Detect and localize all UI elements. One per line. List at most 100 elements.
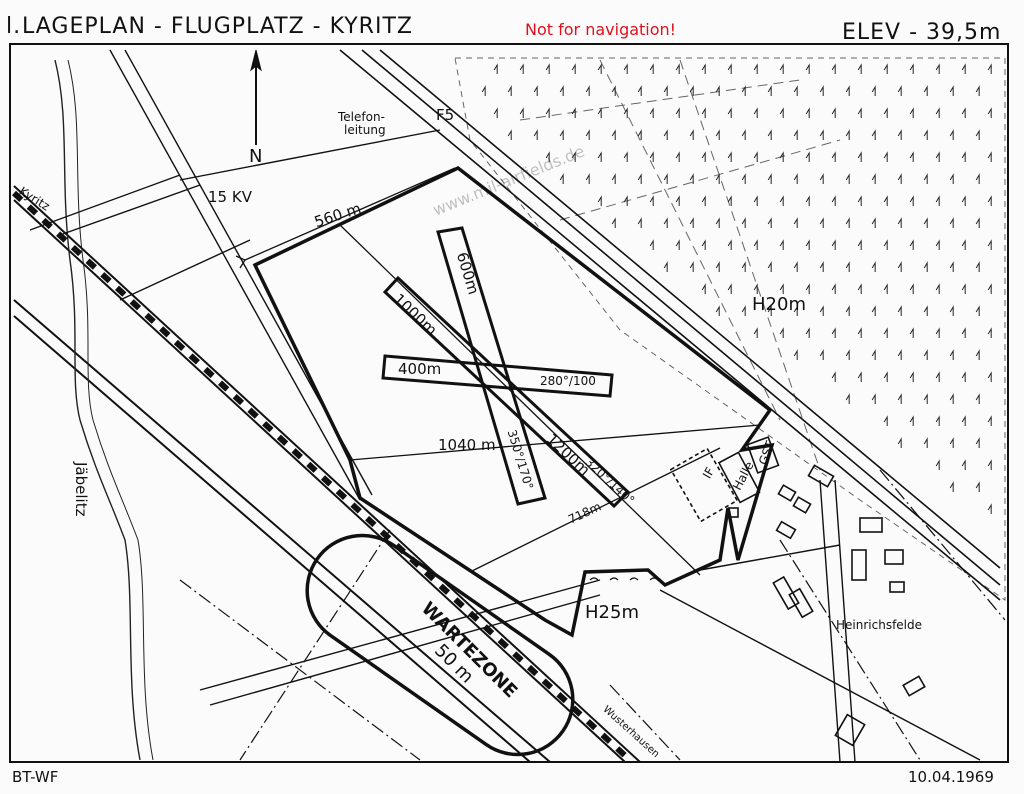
forest-tick bbox=[727, 107, 732, 118]
forest-tick bbox=[831, 63, 836, 74]
forest-tick bbox=[663, 261, 668, 272]
forest-tick bbox=[597, 63, 602, 74]
forest-tick bbox=[663, 129, 668, 140]
forest-tick bbox=[987, 151, 992, 162]
kv15-label: 15 KV bbox=[208, 188, 252, 206]
forest-tick bbox=[883, 283, 888, 294]
forest-tick bbox=[675, 63, 680, 74]
forest-tick bbox=[883, 327, 888, 338]
forest-tick bbox=[883, 195, 888, 206]
forest-tick bbox=[741, 173, 746, 184]
forest-tick bbox=[935, 63, 940, 74]
forest-tick bbox=[689, 261, 694, 272]
forest-tick bbox=[793, 129, 798, 140]
forest-tick bbox=[857, 283, 862, 294]
forest-tick bbox=[623, 151, 628, 162]
river bbox=[54, 59, 141, 761]
forest-tick bbox=[923, 349, 928, 360]
forest-tick bbox=[571, 63, 576, 74]
forest-tick bbox=[597, 151, 602, 162]
north-arrow bbox=[250, 49, 262, 145]
runway-400: 400m bbox=[398, 360, 442, 378]
map-frame bbox=[9, 43, 1009, 763]
forest-tick bbox=[611, 173, 616, 184]
forest-tick bbox=[753, 63, 758, 74]
forest-tick bbox=[857, 107, 862, 118]
road-f5 bbox=[339, 49, 1001, 601]
forest-tick bbox=[585, 85, 590, 96]
forest-tick bbox=[767, 261, 772, 272]
forest-tick bbox=[805, 63, 810, 74]
forest-tick bbox=[793, 305, 798, 316]
forest-tick bbox=[935, 195, 940, 206]
forest-tick bbox=[987, 239, 992, 250]
forest-tick bbox=[909, 151, 914, 162]
forest-tick bbox=[675, 151, 680, 162]
forest-tick bbox=[923, 217, 928, 228]
forest-tick bbox=[871, 349, 876, 360]
forest-tick bbox=[961, 327, 966, 338]
forest-tick bbox=[897, 349, 902, 360]
forest-tick bbox=[987, 195, 992, 206]
forest-tick bbox=[727, 151, 732, 162]
forest-tick bbox=[975, 393, 980, 404]
forest-tick bbox=[753, 107, 758, 118]
forest-tick bbox=[883, 151, 888, 162]
forest-tick bbox=[741, 85, 746, 96]
forest-tick bbox=[961, 107, 966, 118]
forest-tick bbox=[949, 217, 954, 228]
forest-tick bbox=[949, 437, 954, 448]
forest-tick bbox=[987, 327, 992, 338]
forest-tick bbox=[767, 305, 772, 316]
forest-tick bbox=[949, 129, 954, 140]
forest-tick bbox=[987, 63, 992, 74]
forest-tick bbox=[819, 217, 824, 228]
forest-tick bbox=[831, 371, 836, 382]
forest-tick bbox=[831, 327, 836, 338]
forest-tick bbox=[585, 129, 590, 140]
forest-tick bbox=[949, 393, 954, 404]
forest-tick bbox=[637, 217, 642, 228]
forest-tick bbox=[533, 85, 538, 96]
forest-tick bbox=[845, 349, 850, 360]
forest-tick bbox=[987, 459, 992, 470]
forest-tick bbox=[779, 195, 784, 206]
forest-tick bbox=[753, 151, 758, 162]
forest-tick bbox=[923, 437, 928, 448]
forest-tick bbox=[793, 217, 798, 228]
jabel-label: Jäbelitz bbox=[72, 462, 90, 517]
forest-tick bbox=[649, 239, 654, 250]
forest-tick bbox=[909, 327, 914, 338]
forest-tick bbox=[831, 107, 836, 118]
forest-tick bbox=[663, 173, 668, 184]
forest-tick bbox=[753, 239, 758, 250]
forest-tick bbox=[753, 283, 758, 294]
forest-tick bbox=[897, 129, 902, 140]
forest-tick bbox=[741, 217, 746, 228]
forest-tick bbox=[897, 437, 902, 448]
forest-tick bbox=[623, 107, 628, 118]
forest-tick bbox=[961, 371, 966, 382]
elevation: ELEV - 39,5m bbox=[842, 20, 1002, 45]
forest-tick bbox=[975, 305, 980, 316]
forest-tick bbox=[935, 459, 940, 470]
f5-label: F5 bbox=[436, 106, 455, 124]
forest-tick bbox=[611, 129, 616, 140]
forest-tick bbox=[649, 195, 654, 206]
forest-tick bbox=[701, 107, 706, 118]
forest-tick bbox=[845, 393, 850, 404]
forest-tick bbox=[923, 393, 928, 404]
forest-tick bbox=[481, 85, 486, 96]
forest-tick bbox=[689, 129, 694, 140]
north-label: N bbox=[249, 146, 263, 167]
forest-tick bbox=[935, 415, 940, 426]
forest-tick bbox=[805, 327, 810, 338]
forest-tick bbox=[857, 239, 862, 250]
forest-tick bbox=[819, 173, 824, 184]
forest-tick bbox=[623, 63, 628, 74]
forest-tick bbox=[545, 63, 550, 74]
forest-tick bbox=[897, 85, 902, 96]
forest-tick bbox=[727, 239, 732, 250]
forest-tick bbox=[975, 129, 980, 140]
